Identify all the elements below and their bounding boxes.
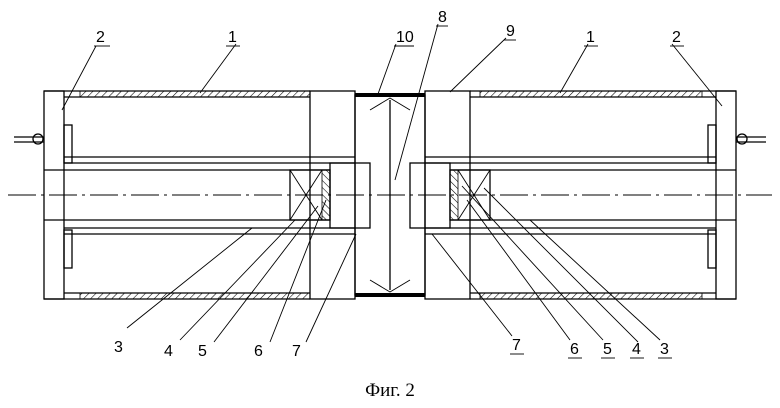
- label-7-left: 7: [292, 343, 301, 360]
- label-1-right: 1: [586, 29, 595, 46]
- label-6-left: 6: [254, 343, 263, 360]
- label-2-left: 2: [96, 29, 105, 46]
- reference-labels: 2 1 10 8 9 1 2 3 4 5 6 7 7 6 5 4 3: [96, 9, 681, 360]
- label-6-right: 6: [570, 341, 579, 358]
- label-7-right: 7: [512, 337, 521, 354]
- left-shaft: [44, 157, 370, 234]
- label-1-left: 1: [228, 29, 237, 46]
- left-top-lining: [80, 91, 310, 97]
- right-shaft: [410, 157, 736, 234]
- label-4-left: 4: [164, 343, 173, 360]
- label-2-right: 2: [672, 29, 681, 46]
- label-3-right: 3: [660, 341, 669, 358]
- label-4-right: 4: [632, 341, 641, 358]
- label-5-left: 5: [198, 343, 207, 360]
- label-underlines: [94, 26, 684, 358]
- right-bottom-lining: [480, 293, 702, 299]
- label-3-left: 3: [114, 339, 123, 356]
- label-10: 10: [396, 29, 414, 46]
- right-top-lining: [480, 91, 702, 97]
- figure-caption: Фиг. 2: [365, 380, 415, 401]
- label-8: 8: [438, 9, 447, 26]
- label-5-right: 5: [603, 341, 612, 358]
- left-bottom-lining: [80, 293, 310, 299]
- label-9: 9: [506, 23, 515, 40]
